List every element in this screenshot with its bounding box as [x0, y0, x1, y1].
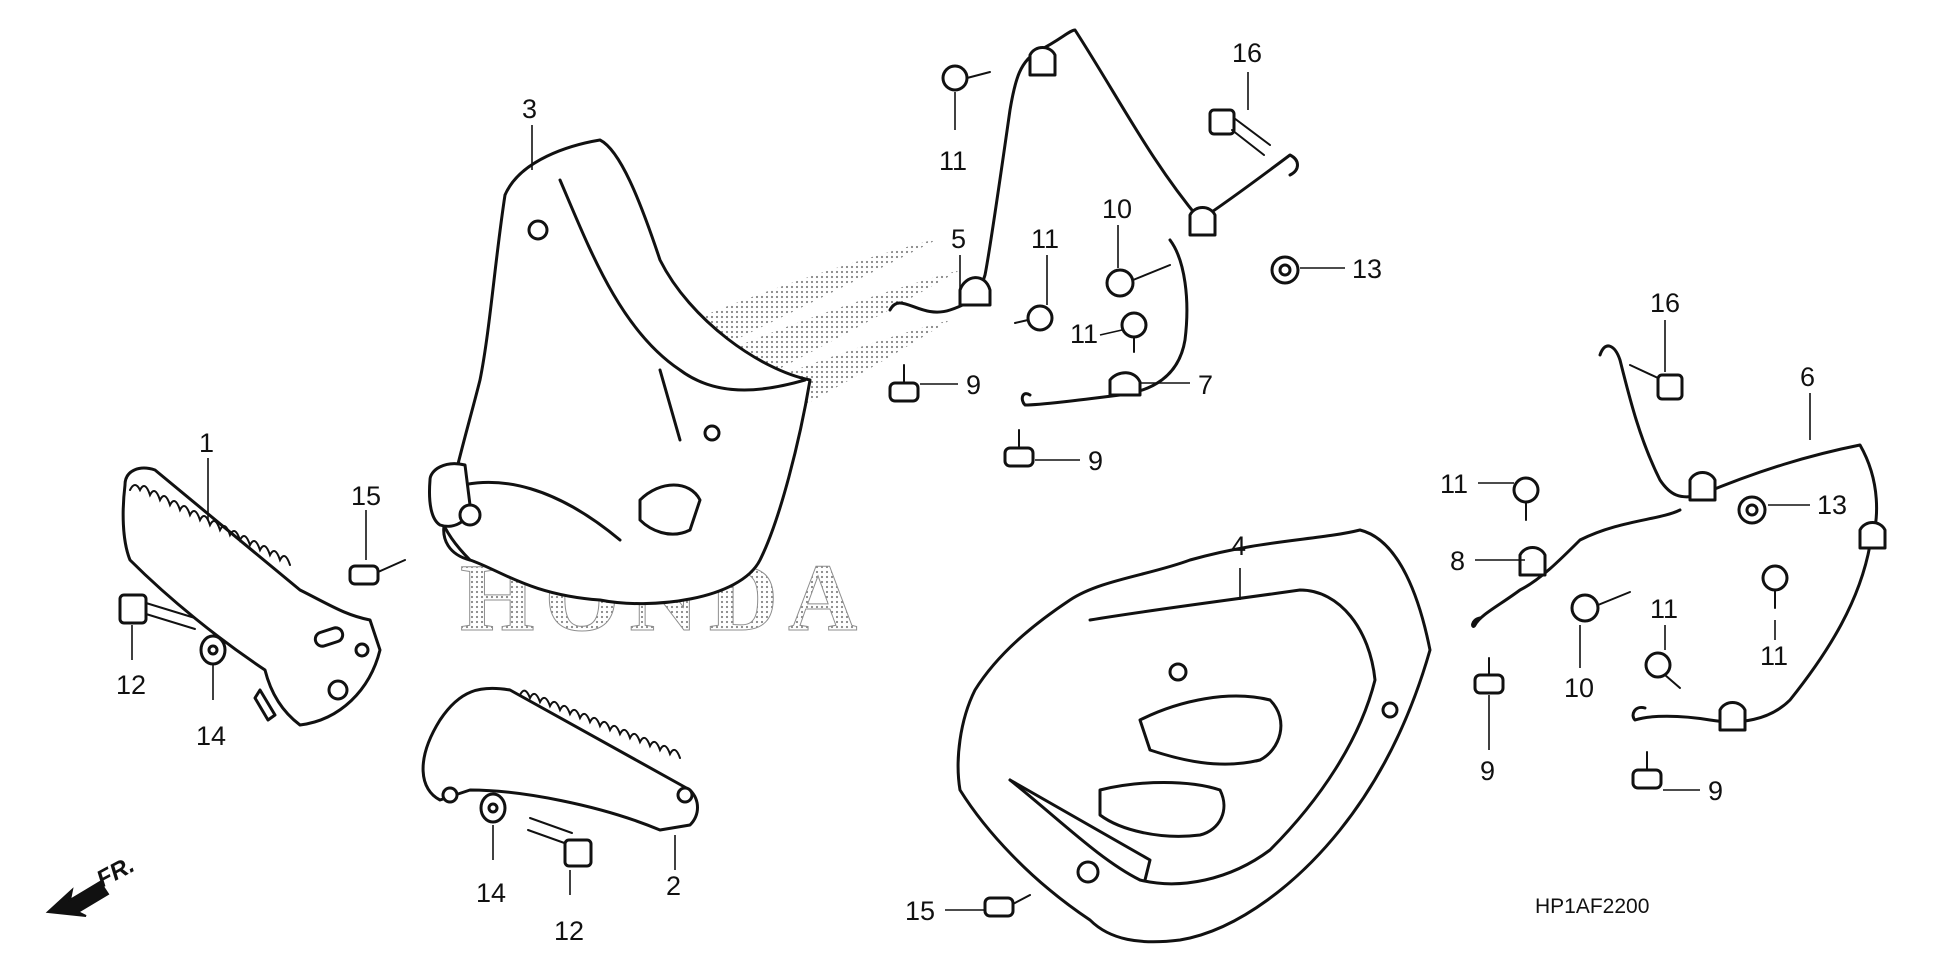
callout-11-top: 11 — [939, 146, 967, 176]
callout-11-right: 11 — [1440, 469, 1468, 499]
screw-11b — [1014, 304, 1054, 332]
callout-8: 8 — [1450, 546, 1465, 576]
screw-11c — [1120, 311, 1148, 353]
callout-10-right: 10 — [1564, 673, 1594, 703]
bolt-10b — [1570, 591, 1631, 623]
screw-11f — [1761, 564, 1789, 609]
callout-16-right: 16 — [1650, 288, 1680, 318]
screw-11d — [1512, 476, 1540, 521]
bolt-9b — [1003, 429, 1035, 468]
callout-14: 14 — [196, 721, 226, 751]
callout-5: 5 — [951, 224, 966, 254]
fasteners — [118, 64, 1789, 918]
callout-1: 1 — [199, 428, 214, 458]
front-direction-indicator: FR. — [45, 851, 139, 917]
callout-4: 4 — [1231, 531, 1246, 561]
callout-3: 3 — [522, 94, 537, 124]
leader-lines — [131, 72, 1811, 911]
callout-labels: 3 1 15 12 14 14 12 2 11 5 11 10 11 9 7 9… — [116, 38, 1847, 946]
callout-6: 6 — [1800, 362, 1815, 392]
part-protector-3 — [428, 138, 812, 606]
callout-16-top: 16 — [1232, 38, 1262, 68]
bolt-9d — [1631, 751, 1663, 790]
callout-11-small: 11 — [1070, 319, 1098, 349]
nut-13b — [1737, 495, 1767, 525]
bolt-9a — [888, 364, 920, 403]
callout-11-right-low: 11 — [1760, 641, 1788, 671]
callout-10: 10 — [1102, 194, 1132, 224]
screw-11a — [941, 64, 991, 92]
front-arrow-icon — [45, 880, 110, 917]
nut-13a — [1270, 255, 1300, 285]
bolt-9c — [1473, 657, 1505, 695]
bolt-12b — [527, 817, 593, 868]
screw-11e — [1644, 651, 1681, 689]
callout-15-lower: 15 — [905, 896, 935, 926]
bolt-16b — [1629, 364, 1684, 401]
callout-13-top: 13 — [1352, 254, 1382, 284]
callout-14-lower: 14 — [476, 878, 506, 908]
bolt-12a — [118, 593, 196, 630]
callout-9-right: 9 — [1708, 776, 1723, 806]
callout-9-upper: 9 — [966, 370, 981, 400]
part-wire-stay-5-7 — [888, 28, 1299, 407]
part-protector-4 — [956, 528, 1432, 944]
part-wire-stay-6-8 — [1471, 344, 1887, 732]
callout-12: 12 — [116, 670, 146, 700]
washer-14b — [479, 792, 507, 824]
screw-15a — [348, 559, 406, 586]
callout-13-right: 13 — [1817, 490, 1847, 520]
callout-15: 15 — [351, 481, 381, 511]
callout-9-right-low: 9 — [1480, 756, 1495, 786]
part-footpeg-1 — [121, 466, 382, 727]
bolt-10a — [1105, 264, 1171, 298]
part-footpeg-2 — [421, 686, 699, 832]
callout-11-mid: 11 — [1031, 224, 1059, 254]
callout-7: 7 — [1198, 370, 1213, 400]
bolt-16a — [1208, 108, 1271, 156]
callout-11-right-mid: 11 — [1650, 594, 1678, 624]
screw-15b — [983, 894, 1031, 918]
diagram-code: HP1AF2200 — [1535, 895, 1649, 918]
callout-9-middle: 9 — [1088, 446, 1103, 476]
callout-2: 2 — [666, 871, 681, 901]
callout-12-lower: 12 — [554, 916, 584, 946]
washer-14a — [199, 634, 227, 666]
